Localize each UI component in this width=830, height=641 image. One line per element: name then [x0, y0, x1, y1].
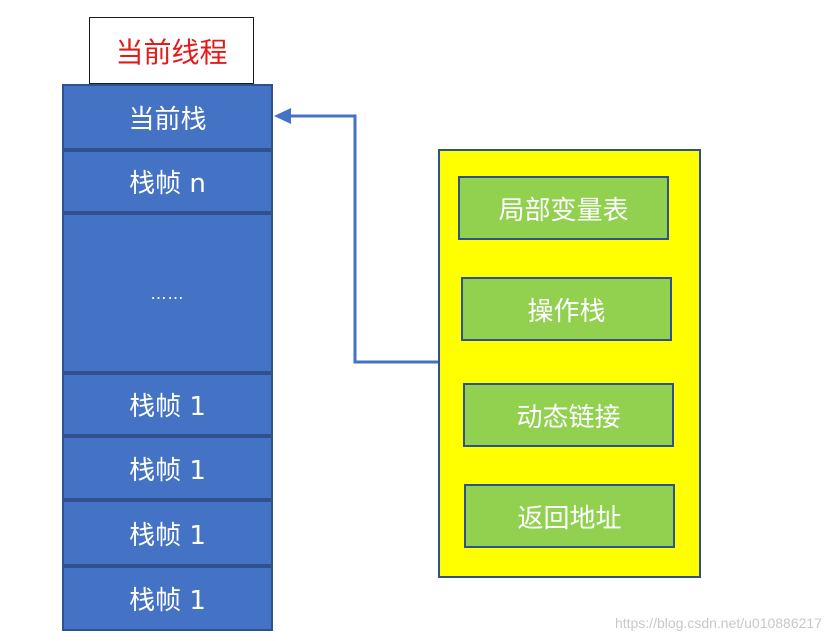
stack-cell-label: …… [150, 283, 185, 303]
stack-cell-frame-1-b: 栈帧 1 [62, 436, 273, 500]
frame-item-return-address: 返回地址 [464, 484, 675, 548]
stack-cell-frame-1-c: 栈帧 1 [62, 500, 273, 566]
current-thread-label: 当前线程 [89, 17, 254, 84]
current-thread-text: 当前线程 [115, 35, 228, 69]
stack-cell-label: 栈帧 n [129, 169, 206, 199]
stack-cell-frame-1-d: 栈帧 1 [62, 566, 273, 631]
arrow-line [289, 114, 438, 364]
stack-cell-label: 栈帧 1 [129, 520, 206, 551]
stack-cell-ellipsis: …… [62, 213, 273, 373]
stack-cell-current: 当前栈 [62, 84, 273, 150]
frame-item-operand-stack: 操作栈 [461, 277, 672, 341]
frame-item-label: 操作栈 [527, 296, 606, 327]
frame-item-label: 返回地址 [517, 503, 622, 534]
stack-cell-label: 栈帧 1 [129, 586, 206, 616]
watermark-text: https://blog.csdn.net/u010886217 [614, 615, 822, 631]
frame-item-label: 动态链接 [516, 402, 621, 433]
stack-cell-label: 栈帧 1 [129, 455, 206, 486]
stack-cell-label: 当前栈 [128, 104, 207, 135]
frame-item-local-variables: 局部变量表 [458, 176, 669, 240]
stack-cell-frame-1-a: 栈帧 1 [62, 373, 273, 436]
frame-item-dynamic-linking: 动态链接 [463, 383, 674, 447]
stack-cell-frame-n: 栈帧 n [62, 150, 273, 213]
stack-cell-label: 栈帧 1 [129, 392, 206, 422]
frame-item-label: 局部变量表 [498, 195, 629, 226]
arrow-head-icon [274, 108, 291, 124]
